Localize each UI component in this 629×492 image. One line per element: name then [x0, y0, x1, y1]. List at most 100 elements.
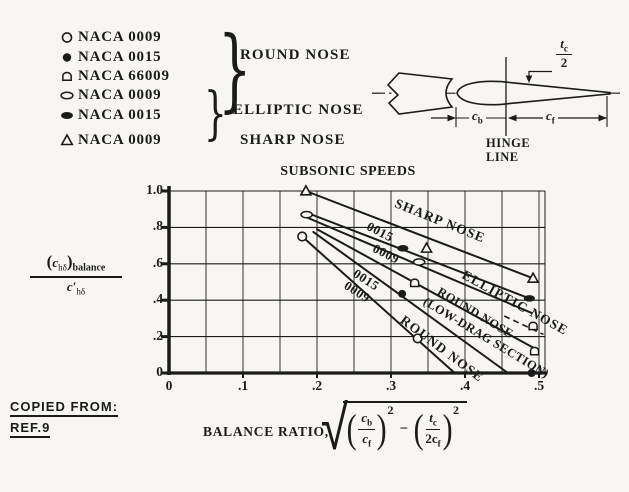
- x-tick-label: .2: [311, 378, 323, 393]
- series-line-triangle-open: [304, 190, 535, 280]
- airfoil-diagram: [372, 57, 624, 136]
- tc-symbol: t: [560, 36, 564, 51]
- marker-triangle-open: [60, 133, 74, 146]
- marker-ellipse-open: [60, 91, 74, 100]
- d-open-icon: [58, 69, 78, 84]
- elliptic-nose-brace: }: [204, 79, 227, 146]
- ellipse-open-icon: [58, 88, 78, 103]
- circle-open-icon: [58, 30, 78, 45]
- cf-left-arrow: [508, 114, 517, 122]
- radical-sign: √: [320, 391, 349, 464]
- x-tick-label: 0: [165, 378, 173, 393]
- cb-arrow: [447, 114, 456, 122]
- cb-num: c: [361, 409, 368, 425]
- open-paren: (: [46, 252, 53, 271]
- balance-flap-shape: [456, 80, 611, 106]
- legend-marker-svg: [62, 52, 72, 62]
- legend-marker-svg: [61, 32, 73, 44]
- legend-marker-svg: [60, 133, 74, 146]
- marker-triangle-open: [526, 271, 540, 283]
- series-line-circle-open: [301, 235, 456, 374]
- legend-item-label: NACA 0015: [78, 48, 162, 65]
- cf-dimension-label: cf: [543, 108, 558, 126]
- chart-title: SUBSONIC SPEEDS: [280, 164, 416, 179]
- ellipse-filled-icon: [58, 108, 78, 123]
- close-paren: ): [442, 406, 453, 451]
- legend-marker-svg: [62, 71, 72, 81]
- marker-ellipse-open: [300, 210, 313, 219]
- y-axis-label: (chδ)balance c′hδ: [30, 252, 122, 296]
- cb-symbol: c: [472, 108, 478, 123]
- legend-item-label: NACA 0015: [78, 106, 162, 123]
- legend-group-label-sharp-nose: SHARP NOSE: [240, 132, 346, 148]
- hinge-label-line1: HINGE: [486, 136, 531, 150]
- legend-item: NACA 66009: [58, 67, 358, 86]
- ch-delta-subscript: hδ: [58, 262, 67, 273]
- cf-den-sub: f: [368, 438, 372, 449]
- triangle-open-icon: [58, 133, 78, 148]
- close-paren: ): [66, 252, 73, 271]
- cf-subscript: f: [551, 115, 555, 126]
- y-tick-label: .8: [152, 218, 163, 234]
- circle-filled-icon: [58, 50, 78, 65]
- wing-section-shape: [386, 72, 454, 115]
- radicand: ( cb cf ) 2 − ( tc 2cf ) 2: [343, 401, 467, 449]
- marker-ellipse-filled: [397, 245, 409, 252]
- cb-over-cf-fraction: cb cf: [358, 409, 376, 449]
- legend-marker-svg: [61, 111, 73, 119]
- x-tick-label: .5: [533, 378, 545, 393]
- marker-circle-open: [412, 333, 423, 344]
- y-axis-label-numerator: (chδ)balance: [30, 252, 122, 274]
- chart-line-label: SHARP NOSE: [392, 195, 488, 246]
- ch-delta-prime-subscript: hδ: [76, 286, 86, 297]
- legend-group-label-elliptic-nose: ELLIPTIC NOSE: [233, 102, 364, 118]
- tc-num: t: [429, 409, 433, 425]
- y-tick-label: 0: [156, 364, 163, 379]
- x-tick-label: .4: [459, 378, 471, 393]
- marker-circle-filled: [62, 52, 72, 62]
- legend-item-label: NACA 66009: [78, 67, 170, 84]
- marker-circle-filled: [527, 369, 536, 377]
- cb-num-sub: b: [367, 417, 373, 428]
- copied-from-text: COPIED FROM:: [10, 399, 119, 417]
- y-tick-label: .2: [152, 327, 163, 343]
- squared-exponent: 2: [452, 403, 459, 417]
- legend-item: NACA 0015: [58, 106, 358, 125]
- cf-den: c: [362, 430, 369, 446]
- legend-item: NACA 0015: [58, 47, 358, 66]
- balance-ratio-formula: √ ( cb cf ) 2 − ( tc 2cf ) 2: [314, 391, 467, 464]
- cb-subscript: b: [477, 115, 483, 126]
- legend-item: NACA 0009: [58, 86, 358, 105]
- series-line-ellipse-filled: [308, 212, 531, 300]
- legend-item: NACA 0009: [58, 131, 358, 150]
- cf-right-arrow: [598, 114, 607, 122]
- tc-dimension-arrow: [525, 75, 533, 83]
- legend-item-label: NACA 0009: [78, 87, 162, 104]
- legend-item: NACA 0009: [58, 28, 358, 47]
- legend-group-label-round-nose: ROUND NOSE: [240, 47, 351, 63]
- 2cf-den: 2c: [425, 430, 438, 446]
- close-paren: ): [376, 406, 387, 451]
- marker-d-open: [409, 278, 420, 288]
- open-paren: (: [413, 406, 424, 451]
- marker-ellipse-open: [412, 258, 426, 266]
- fraction-bar: [30, 275, 122, 278]
- reference-text: REF.9: [10, 420, 51, 438]
- hinge-label-line2: LINE: [486, 149, 519, 164]
- 2cf-den-sub: f: [437, 438, 441, 449]
- y-tick-label: 1.0: [146, 182, 163, 197]
- marker-triangle-open: [299, 184, 313, 196]
- round-nose-brace: }: [218, 16, 252, 123]
- tc-dimension-bracket: [528, 70, 552, 76]
- cf-symbol: c: [546, 108, 552, 123]
- x-tick-label: .1: [237, 378, 249, 393]
- ch-delta-symbol: c: [52, 255, 59, 270]
- tc-over-2-label: tc 2: [552, 36, 576, 71]
- series-line-circle-filled: [312, 230, 509, 374]
- cb-dimension-label: cb: [469, 108, 486, 126]
- legend-marker-svg: [60, 91, 74, 100]
